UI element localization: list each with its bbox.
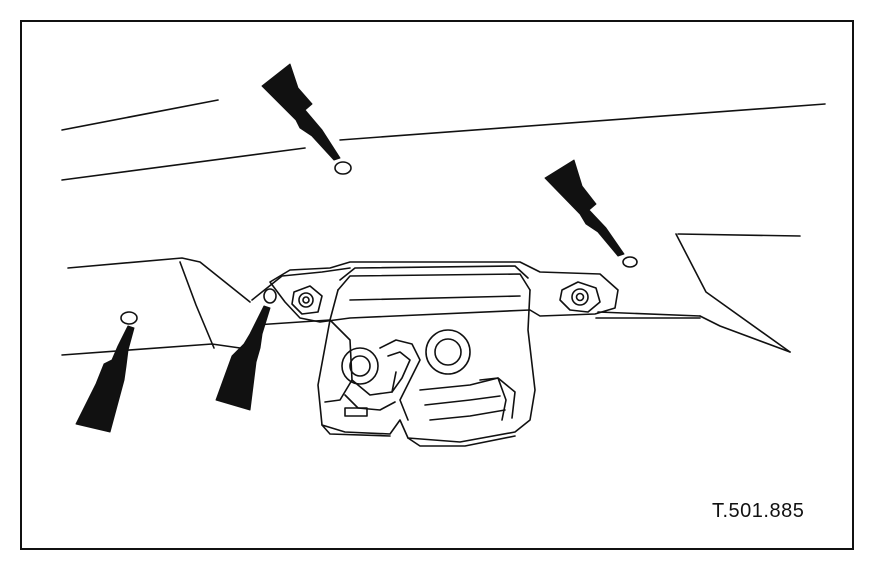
latch-assembly xyxy=(269,261,619,447)
arrow-left-icon xyxy=(75,325,135,433)
hole-top xyxy=(334,161,352,175)
latch-bracket xyxy=(269,261,619,323)
figure-reference-code: T.501.885 xyxy=(712,500,805,522)
figure-frame xyxy=(20,20,854,550)
arrow-top-icon xyxy=(261,63,341,161)
left-bolt xyxy=(291,285,323,315)
arrow-middle-icon xyxy=(215,305,271,411)
right-bolt xyxy=(559,281,601,313)
hole-right xyxy=(622,256,638,268)
upper-panel xyxy=(61,99,826,181)
hole-middle xyxy=(263,288,277,304)
hole-left xyxy=(120,311,138,325)
mounting-holes xyxy=(120,161,638,325)
lower-panel xyxy=(61,233,801,356)
arrow-right-icon xyxy=(544,159,625,257)
latch-housing xyxy=(317,289,536,443)
